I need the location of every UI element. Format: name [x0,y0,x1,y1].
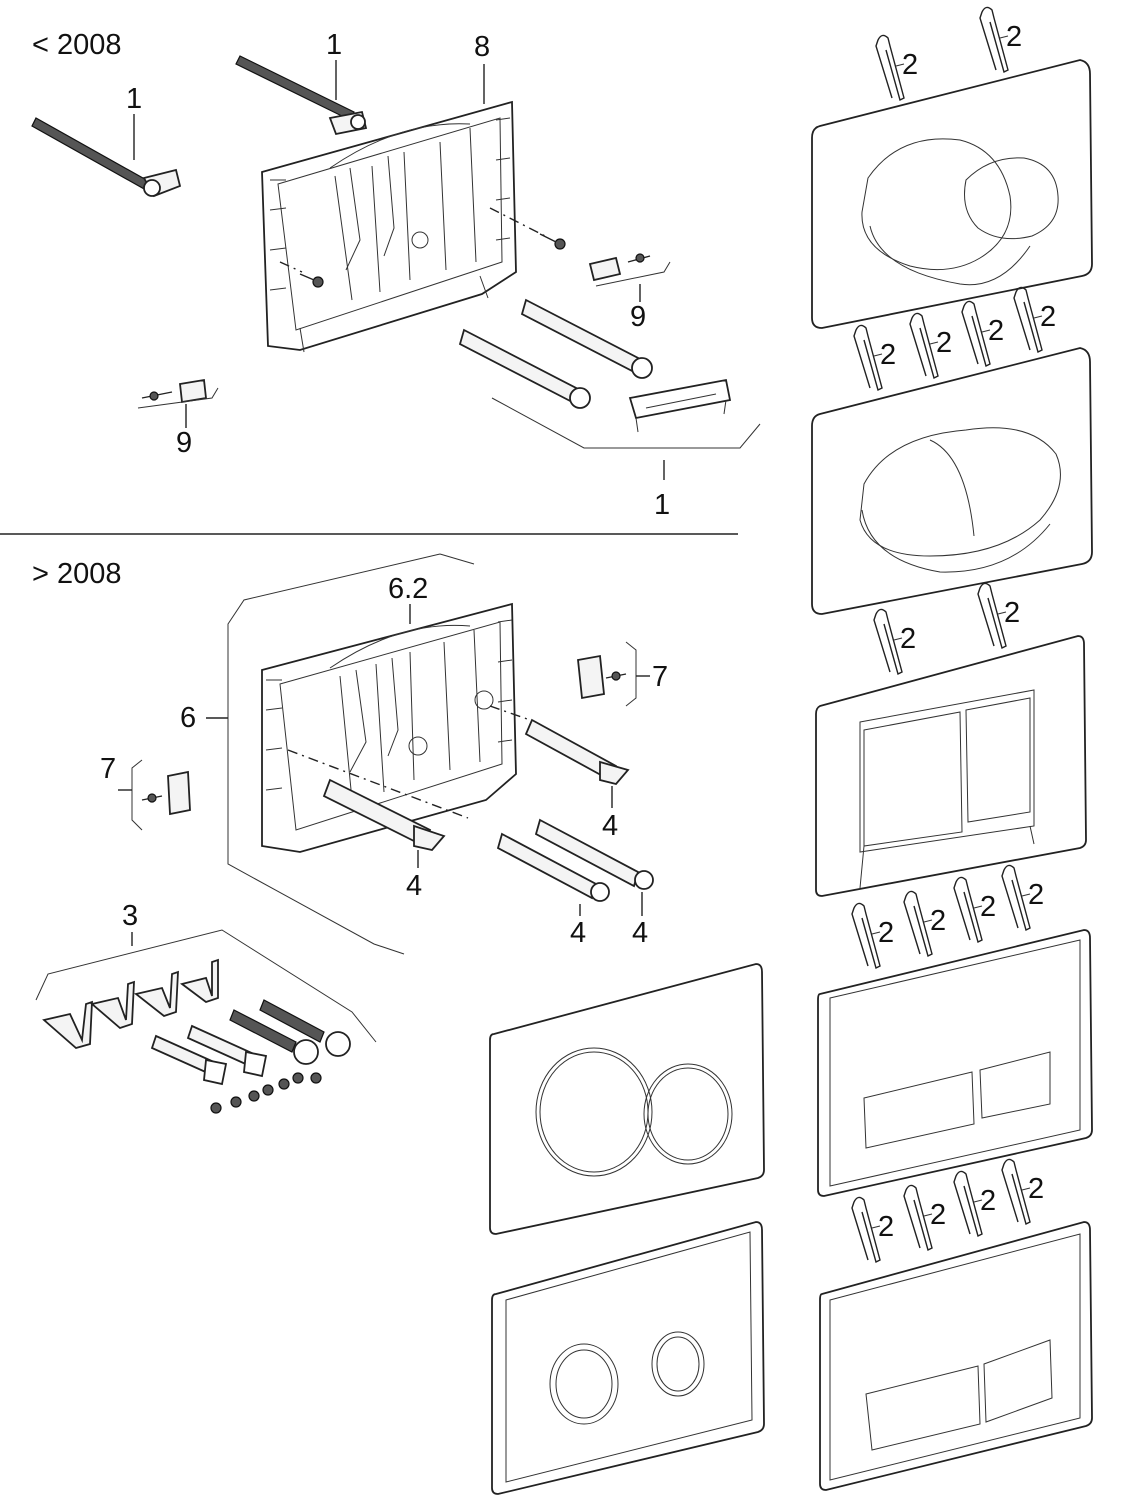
clip-part: 2 [903,1184,946,1252]
label-bracket-new: 7 [652,661,668,693]
assembly-axis-line [287,749,469,819]
threaded-rod [150,999,351,1086]
era-label-before-2008: < 2008 [32,29,122,61]
group-bracket-line [35,929,377,1043]
screw-icon [299,233,566,288]
clip-bracket [628,378,732,433]
label-clip: 2 [1028,1173,1044,1205]
angle-bracket [42,958,219,1049]
label-bolt-new: 4 [602,810,618,842]
clip-part: 2 [875,34,918,102]
clip-part: 2 [853,324,896,392]
flush-plate-round-small-dual [491,1221,765,1495]
bolt: 4 [322,778,446,902]
era-label-after-2008: > 2008 [32,558,122,590]
group-bracket-line [227,553,475,955]
bracket-left-old: 9 [137,378,219,459]
bracket-left-new: 7 [100,753,191,831]
group-bracket-line [491,397,761,449]
label-bolt-new: 4 [570,917,586,949]
label-frame-set: 6 [180,702,196,734]
label-clip: 2 [1040,301,1056,333]
label-bolt-set: 1 [326,29,342,61]
clip-part: 2 [1013,286,1056,354]
threaded-rod [31,117,182,198]
label-clip: 2 [878,917,894,949]
flush-plate-round-dual [489,963,765,1235]
clip-part: 2 [909,312,952,380]
clip-part: 2 [1001,864,1044,932]
label-bolt-set: 1 [654,489,670,521]
label-clip: 2 [1006,21,1022,53]
label-clip: 2 [988,315,1004,347]
mounting-frame-old [261,100,517,353]
label-bolt-set: 1 [126,83,142,115]
clip-part: 2 [979,6,1022,74]
flush-plate-delta30 [811,347,1093,615]
label-clip: 2 [1028,879,1044,911]
clip-part: 2 [851,902,894,970]
bracket-right-old: 9 [588,253,671,333]
label-bracket-old: 9 [630,301,646,333]
label-bracket-new: 7 [100,753,116,785]
plastic-rod [458,328,591,409]
label-bolt-new: 4 [632,917,648,949]
label-clip: 2 [930,905,946,937]
label-clip: 2 [980,891,996,923]
flush-plate-wedge-dual [819,1221,1093,1491]
label-bracket-old: 9 [176,427,192,459]
assembly-axis-line [279,261,303,273]
clip-part: 2 [873,608,916,676]
clip-part: 2 [961,300,1004,368]
bracket-right-new: 7 [577,641,668,707]
label-frame-old: 8 [474,31,490,63]
bolt: 4 [534,818,654,949]
label-clip: 2 [936,327,952,359]
label-clip: 2 [1004,597,1020,629]
label-clip: 2 [930,1199,946,1231]
clip-part: 2 [851,1196,894,1264]
screw-icon [210,1072,322,1114]
label-frame-new: 6.2 [388,573,428,605]
clip-part: 2 [1001,1158,1044,1226]
flush-plate-rectangular-dual [817,929,1093,1197]
label-clip: 2 [980,1185,996,1217]
plastic-rod [520,298,653,379]
label-clip: 2 [878,1211,894,1243]
assembly-axis-line [489,207,546,237]
label-clip: 2 [902,49,918,81]
clip-part: 2 [953,1170,996,1238]
bolt: 4 [524,718,630,842]
label-bolt-new: 4 [406,870,422,902]
bolt: 4 [496,832,610,949]
threaded-rod [235,55,368,136]
label-clip: 2 [880,339,896,371]
clip-part: 2 [953,876,996,944]
clip-part: 2 [977,582,1020,650]
label-clip: 2 [900,623,916,655]
clip-part: 2 [903,890,946,958]
flush-plate-delta21 [811,59,1093,329]
label-fixing-set: 3 [122,900,138,932]
flush-plate-square-dual [815,635,1087,897]
assembly-axis-line [489,705,531,721]
